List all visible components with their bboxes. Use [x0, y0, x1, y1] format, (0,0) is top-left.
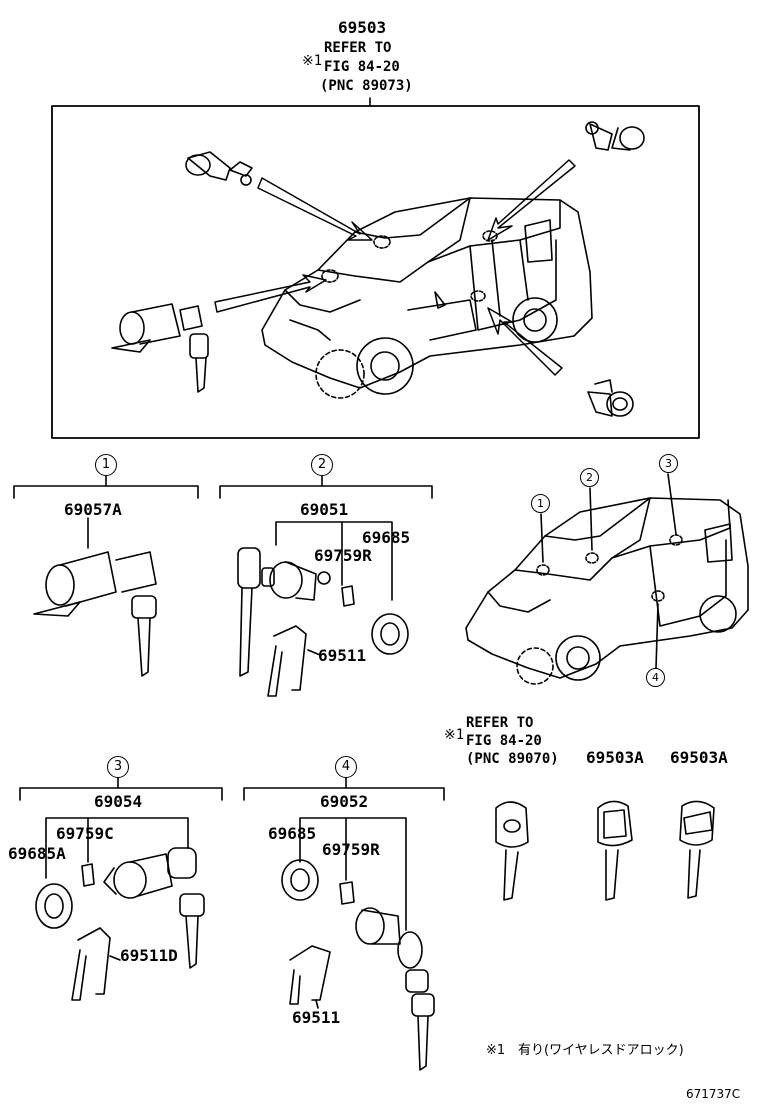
top-ref-line1: REFER TO	[324, 40, 392, 56]
clip-69759R-b	[339, 881, 355, 905]
bracket-69511	[267, 625, 321, 697]
keys-ref-line2[interactable]: FIG 84-20	[466, 733, 542, 749]
footnote-text: 有り(ワイヤレスドアロック)	[518, 1043, 684, 1058]
part-69054[interactable]: 69054	[94, 792, 143, 811]
part-69051[interactable]: 69051	[300, 500, 349, 519]
bracket-69511-b	[289, 945, 331, 1009]
clip-69759R	[341, 585, 355, 607]
door-cylinder-69051	[237, 547, 331, 677]
location-marker-3: 3	[659, 454, 678, 473]
ignition-cylinder-69057A	[33, 517, 157, 677]
part-69511-b[interactable]: 69511	[292, 1008, 341, 1027]
part-69759R-b[interactable]: 69759R	[322, 840, 380, 859]
location-marker-2: 2	[580, 468, 599, 487]
top-set-bracket	[51, 97, 700, 439]
location-arrows	[214, 159, 576, 376]
group-3-marker: 3	[107, 756, 129, 778]
group-2-marker: 2	[311, 454, 333, 476]
group-4-marker: 4	[335, 756, 357, 778]
part-69057A[interactable]: 69057A	[64, 500, 122, 519]
group-1-bracket	[13, 475, 199, 499]
keys-ref-mark: ※1	[444, 727, 465, 743]
part-69759C[interactable]: 69759C	[56, 824, 114, 843]
part-69759R[interactable]: 69759R	[314, 546, 372, 565]
part-69685-b[interactable]: 69685	[268, 824, 317, 843]
part-69685[interactable]: 69685	[362, 528, 411, 547]
key-69503A-b	[679, 800, 715, 899]
part-69503A-a[interactable]: 69503A	[586, 748, 644, 767]
keys-ref-line3: (PNC 89070)	[466, 751, 559, 767]
figure-code: 671737C	[686, 1087, 741, 1101]
lock-cylinder-br	[587, 379, 634, 417]
part-69511[interactable]: 69511	[318, 646, 367, 665]
ignition-cylinder-top	[111, 303, 209, 393]
location-marker-4: 4	[646, 668, 665, 687]
top-part-number[interactable]: 69503	[338, 18, 387, 37]
bracket-69511D	[71, 927, 121, 1001]
ignition-cylinder-69054	[103, 847, 205, 969]
part-69511D[interactable]: 69511D	[120, 946, 178, 965]
seal-69685A	[35, 883, 73, 929]
top-ref-line2[interactable]: FIG 84-20	[324, 59, 400, 75]
top-ref-mark: ※1	[302, 53, 323, 69]
group-3-bracket	[19, 777, 223, 879]
footnote-mark: ※1	[486, 1043, 506, 1058]
location-marker-1: 1	[531, 494, 550, 513]
group-1-marker: 1	[95, 454, 117, 476]
lock-cylinder-tl	[185, 151, 253, 186]
vehicle-illustration-top	[261, 197, 593, 399]
lock-cylinder-tr	[585, 121, 645, 151]
top-ref-line3: (PNC 89073)	[320, 78, 413, 94]
clip-69759C	[81, 863, 95, 887]
part-69503A-b[interactable]: 69503A	[670, 748, 728, 767]
seal-69685	[371, 613, 409, 655]
group-2-bracket	[219, 475, 433, 601]
keys-ref-line1: REFER TO	[466, 715, 534, 731]
key-69503A-a	[597, 800, 633, 901]
door-cylinder-69052	[355, 907, 435, 1071]
part-69052[interactable]: 69052	[320, 792, 369, 811]
seal-69685-b	[281, 859, 319, 901]
part-69685A[interactable]: 69685A	[8, 844, 66, 863]
vehicle-illustration-right	[465, 473, 749, 685]
key-wireless-89070	[495, 801, 529, 901]
group-4-bracket	[243, 777, 445, 931]
